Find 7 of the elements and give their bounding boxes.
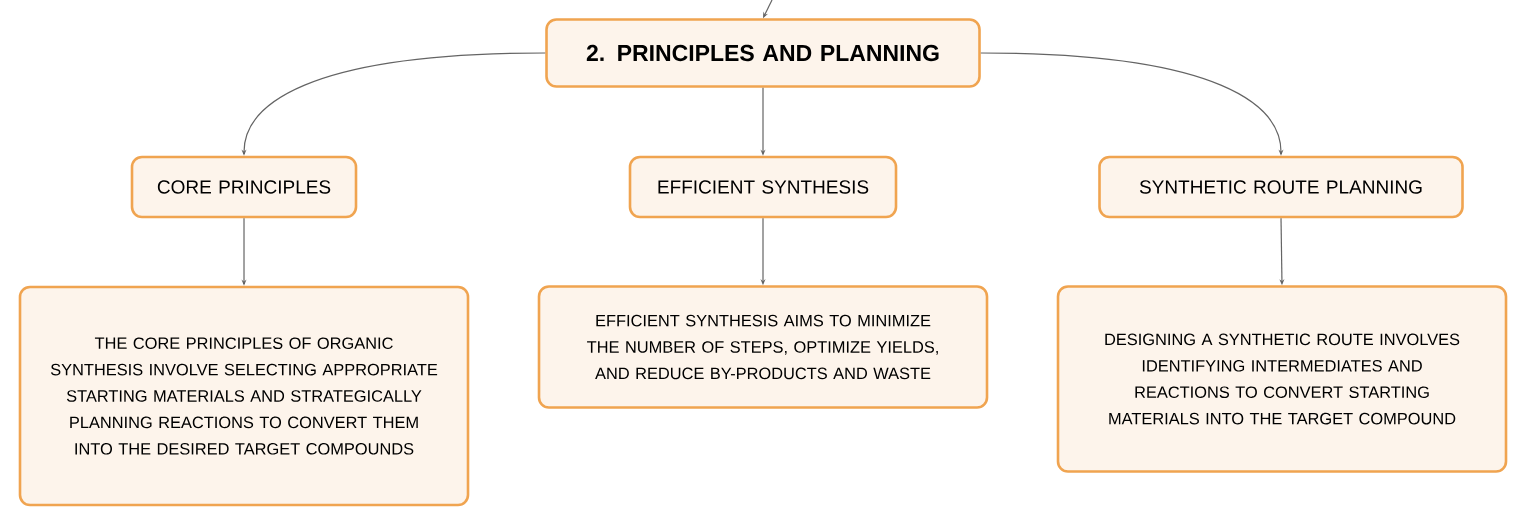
- topic-box: EFFICIENT SYNTHESIS: [628, 155, 898, 219]
- title-box: 2. PRINCIPLES AND PLANNING: [545, 18, 981, 88]
- description-box: EFFICIENT SYNTHESIS AIMS TO MINIMIZE THE NUMBER OF STEPS, OPTIMIZE YIELDS, AND REDUCE BY-PRODUCTS AND WASTE: [537, 285, 989, 409]
- description-box: DESIGNING A SYNTHETIC ROUTE INVOLVES IDENTIFYING INTERMEDIATES AND REACTIONS TO CONVERT STARTING MATERIALS INTO THE TARGET COMPOUND: [1056, 285, 1508, 473]
- topic-box: CORE PRINCIPLES: [130, 155, 358, 219]
- description-box: THE CORE PRINCIPLES OF ORGANIC SYNTHESIS INVOLVE SELECTING APPROPRIATE STARTING MATERIALS AND STRATEGICALLY PLANNING REACTIONS TO CONVERT THEM INTO THE DESIRED TARGET COMPOUNDS: [18, 285, 470, 507]
- topic-box: SYNTHETIC ROUTE PLANNING: [1098, 155, 1464, 219]
